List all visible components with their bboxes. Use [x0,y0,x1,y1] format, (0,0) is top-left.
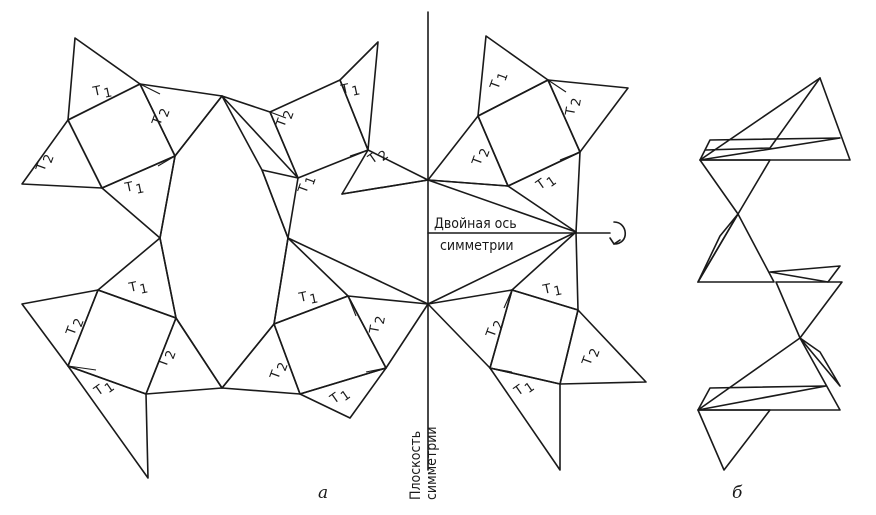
left-ring-top [22,38,222,238]
label-t2: T [563,106,579,117]
right-ring-bottom [428,232,646,470]
caption-b: б [732,483,743,503]
label-t1: T [541,282,553,299]
svg-text:2: 2 [569,97,585,108]
svg-text:1: 1 [102,85,113,101]
right-ring-top [428,36,628,232]
mirror-plane-label-line2: симметрии [424,426,440,500]
label-t1: T [339,82,351,99]
left-chain [160,96,428,388]
left-ring-bottom [22,238,222,478]
svg-text:1: 1 [308,291,319,307]
svg-text:1: 1 [134,181,145,197]
label-t2: T [367,324,383,335]
center-ring-bottom [222,238,428,418]
svg-text:1: 1 [350,83,361,99]
side-view-chain [698,78,850,470]
svg-text:1: 1 [138,281,149,297]
label-t1: T [91,84,103,101]
twofold-axis-label-line2: симметрии [440,238,514,254]
mirror-plane-label-line1: Плоскость [408,431,424,500]
label-t1: T [127,280,139,297]
svg-text:1: 1 [552,283,563,299]
center-ring-top [222,42,428,238]
label-t1: T [297,290,309,307]
twofold-axis-label-line1: Двойная ось [434,216,517,232]
mirror-plane-label: Плоскость симметрии [408,426,440,500]
svg-text:2: 2 [373,315,389,326]
label-t1: T [123,180,135,197]
caption-a: а [318,483,328,503]
